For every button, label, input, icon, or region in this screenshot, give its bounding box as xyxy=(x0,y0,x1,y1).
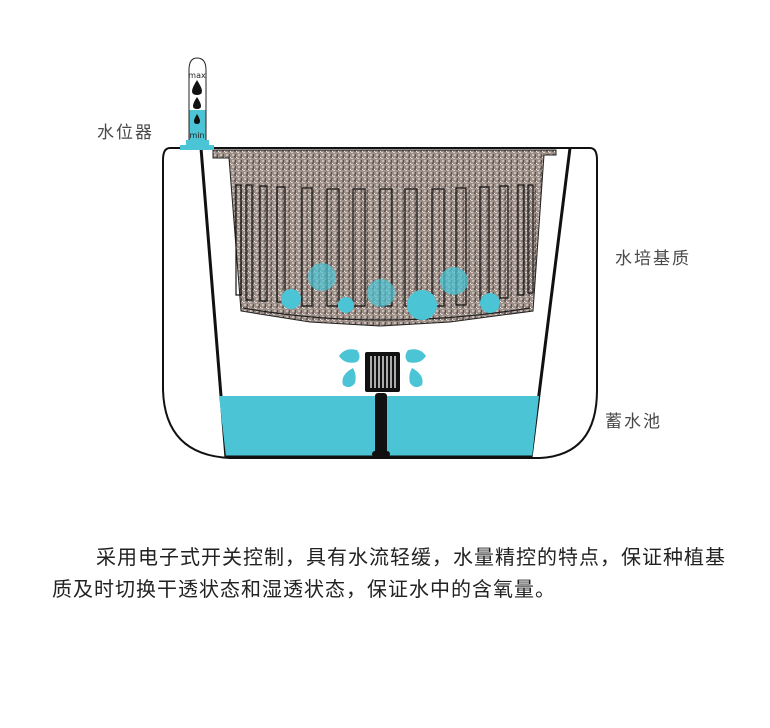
spray-droplets xyxy=(339,349,426,388)
label-water-level-indicator: 水位器 xyxy=(97,123,154,143)
water-level-indicator: max min xyxy=(180,57,214,150)
pump-sprinkler xyxy=(365,352,400,457)
label-reservoir: 蓄水池 xyxy=(605,412,662,432)
description: 采用电子式开关控制，具有水流轻缓，水量精控的特点，保证种植基质及时切换干透状态和… xyxy=(52,541,732,605)
label-substrate: 水培基质 xyxy=(615,249,691,269)
planter-diagram: max min 水位器 水培基质 蓄水池 xyxy=(97,57,691,459)
description-text: 采用电子式开关控制，具有水流轻缓，水量精控的特点，保证种植基质及时切换干透状态和… xyxy=(52,545,726,601)
svg-text:min: min xyxy=(189,131,204,140)
water-bubbles xyxy=(281,263,500,320)
svg-text:max: max xyxy=(188,71,206,80)
